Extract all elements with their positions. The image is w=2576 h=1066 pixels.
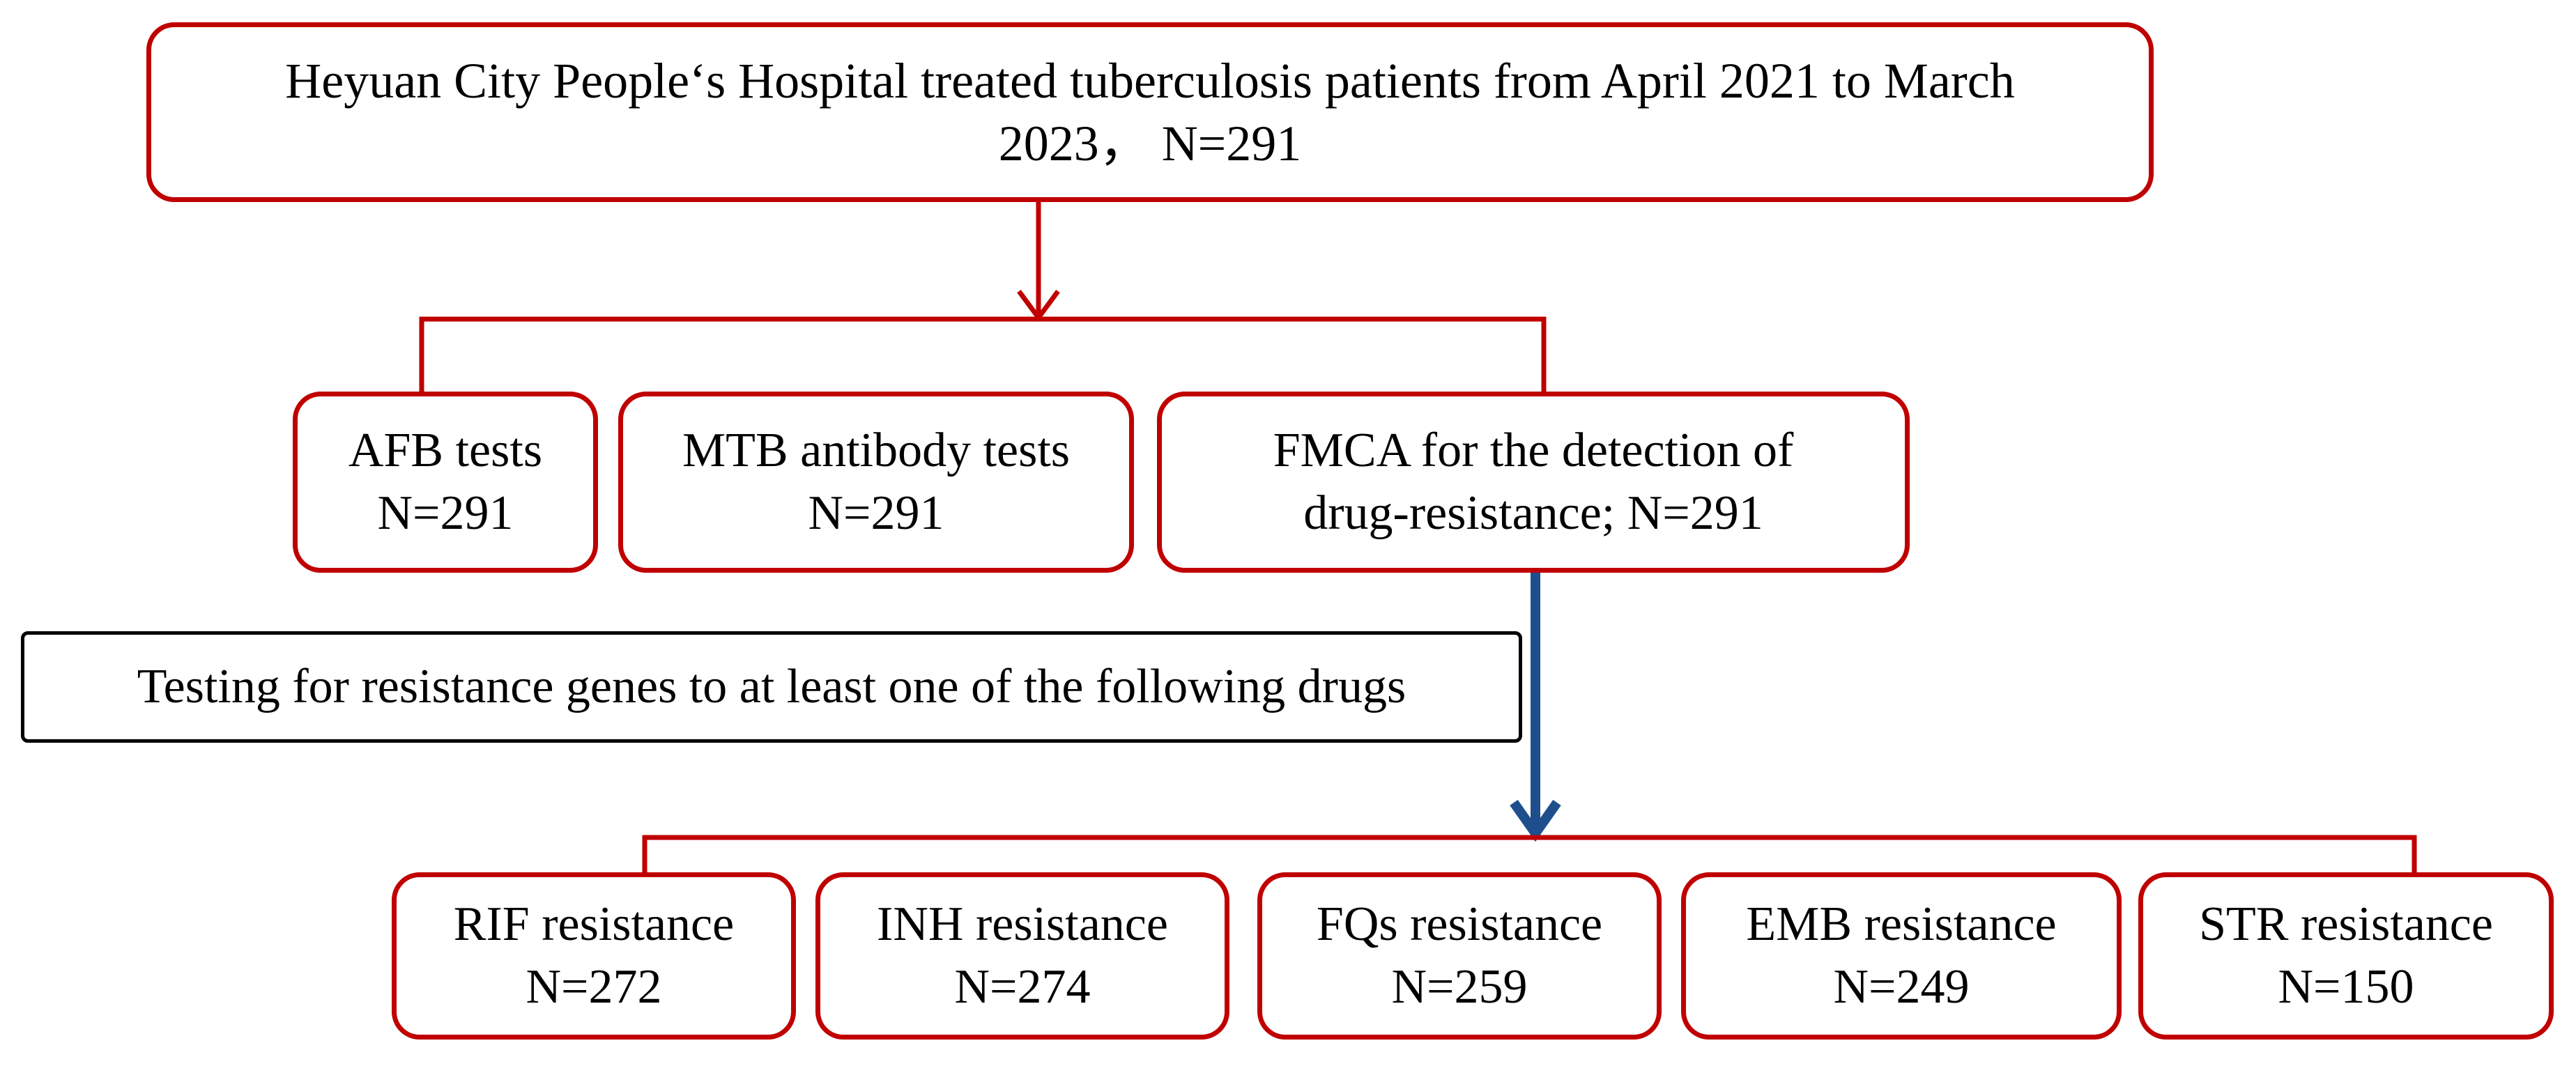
- fmca-to-drugs-arrowhead: [1510, 799, 1561, 842]
- source-line-2: 2023， N=291: [998, 116, 1302, 171]
- fqs-resistance-box: FQs resistance N=259: [1257, 872, 1662, 1040]
- emb-resistance-box: EMB resistance N=249: [1681, 872, 2122, 1040]
- mtb-antibody-tests-box: MTB antibody tests N=291: [618, 392, 1134, 573]
- mtb-antibody-tests-count: N=291: [808, 486, 944, 540]
- emb-resistance-count: N=249: [1833, 960, 1970, 1014]
- fqs-resistance-label: FQs resistance: [1316, 897, 1603, 951]
- fqs-resistance-count: N=259: [1391, 960, 1528, 1014]
- tests-bracket-line: [419, 316, 1547, 392]
- fmca-label-line-1: FMCA for the detection of: [1273, 424, 1794, 477]
- str-resistance-box: STR resistance N=150: [2138, 872, 2554, 1040]
- afb-tests-count: N=291: [377, 486, 514, 540]
- source-line-1: Heyuan City People‘s Hospital treated tu…: [285, 53, 2015, 109]
- str-resistance-label: STR resistance: [2199, 897, 2493, 951]
- str-resistance-count: N=150: [2278, 960, 2414, 1014]
- resistance-genes-note-text: Testing for resistance genes to at least…: [137, 660, 1406, 713]
- afb-tests-box: AFB tests N=291: [293, 392, 598, 573]
- source-population-box: Heyuan City People‘s Hospital treated tu…: [146, 22, 2154, 202]
- fmca-label-line-2: drug-resistance; N=291: [1303, 486, 1763, 540]
- inh-resistance-label: INH resistance: [877, 897, 1168, 951]
- resistance-genes-note: Testing for resistance genes to at least…: [21, 631, 1522, 743]
- rif-resistance-label: RIF resistance: [453, 897, 735, 951]
- mtb-antibody-tests-label: MTB antibody tests: [682, 424, 1071, 477]
- afb-tests-label: AFB tests: [348, 424, 543, 477]
- drugs-bracket-line: [642, 835, 2417, 872]
- inh-resistance-box: INH resistance N=274: [815, 872, 1229, 1040]
- emb-resistance-label: EMB resistance: [1746, 897, 2057, 951]
- inh-resistance-count: N=274: [954, 960, 1091, 1014]
- rif-resistance-count: N=272: [526, 960, 662, 1014]
- rif-resistance-box: RIF resistance N=272: [392, 872, 796, 1040]
- fmca-drug-resistance-box: FMCA for the detection of drug-resistanc…: [1157, 392, 1910, 573]
